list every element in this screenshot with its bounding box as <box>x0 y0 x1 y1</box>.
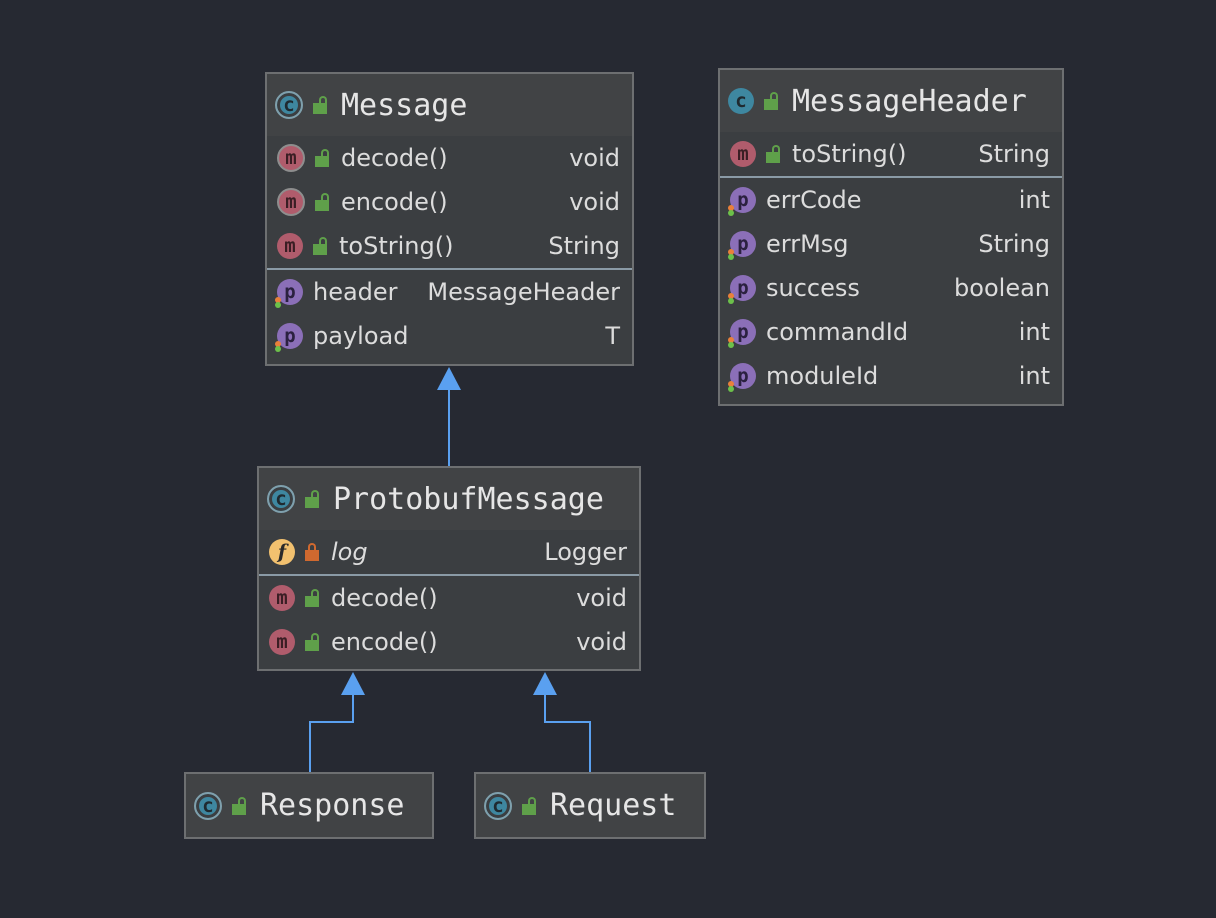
class-name: Response <box>260 788 405 823</box>
class-header: c Message <box>267 74 632 136</box>
field-name: log <box>331 538 368 566</box>
method-name: encode() <box>341 188 448 216</box>
class-node-protobufmessage[interactable]: c ProtobufMessage f log Logger m decode(… <box>257 466 641 671</box>
field-row[interactable]: f log Logger <box>259 530 639 574</box>
method-icon: m <box>277 233 303 259</box>
public-lock-icon <box>522 796 536 815</box>
property-icon: p <box>275 279 303 308</box>
method-type: String <box>978 140 1050 168</box>
method-type: void <box>576 628 627 656</box>
arrowhead-protobufmessage-right <box>533 672 557 695</box>
property-type: MessageHeader <box>427 278 620 306</box>
class-node-messageheader[interactable]: c MessageHeader m toString() String p er… <box>718 68 1064 406</box>
property-name: success <box>766 274 860 302</box>
class-icon: c <box>728 88 754 114</box>
section-divider <box>720 176 1062 178</box>
method-row[interactable]: m encode() void <box>259 620 639 664</box>
class-node-response[interactable]: c Response <box>184 772 434 839</box>
property-type: boolean <box>954 274 1050 302</box>
property-name: errCode <box>766 186 862 214</box>
arrowhead-protobufmessage-left <box>341 672 365 695</box>
property-row[interactable]: p header MessageHeader <box>267 270 632 314</box>
class-name: Request <box>550 788 677 823</box>
property-name: header <box>313 278 398 306</box>
property-row[interactable]: p errCode int <box>720 178 1062 222</box>
method-row[interactable]: m toString() String <box>267 224 632 268</box>
method-type: void <box>569 188 620 216</box>
section-divider <box>267 268 632 270</box>
property-type: T <box>605 322 620 350</box>
abstract-class-icon: c <box>275 91 303 119</box>
class-icon: c <box>194 791 222 820</box>
property-type: int <box>1018 186 1050 214</box>
private-lock-icon <box>305 543 319 561</box>
public-lock-icon <box>313 237 327 255</box>
property-icon: p <box>728 231 756 260</box>
public-lock-icon <box>315 193 329 211</box>
method-icon: m <box>269 585 295 611</box>
method-row[interactable]: m decode() void <box>259 576 639 620</box>
property-icon: p <box>728 187 756 216</box>
property-name: commandId <box>766 318 909 346</box>
method-row[interactable]: m decode() void <box>267 136 632 180</box>
class-icon: c <box>484 791 512 820</box>
property-row[interactable]: p errMsg String <box>720 222 1062 266</box>
property-icon: p <box>728 319 756 348</box>
method-type: void <box>576 584 627 612</box>
abstract-method-icon: m <box>277 144 305 172</box>
property-type: String <box>978 230 1050 258</box>
property-row[interactable]: p moduleId int <box>720 354 1062 398</box>
method-name: decode() <box>341 144 448 172</box>
property-row[interactable]: p payload T <box>267 314 632 358</box>
method-icon: m <box>269 629 295 655</box>
class-name: ProtobufMessage <box>333 481 604 517</box>
public-lock-icon <box>305 633 319 651</box>
method-icon: m <box>730 141 756 167</box>
public-lock-icon <box>305 589 319 607</box>
method-name: toString() <box>792 140 907 168</box>
property-icon: p <box>728 363 756 392</box>
field-type: Logger <box>544 538 627 566</box>
method-row[interactable]: m encode() void <box>267 180 632 224</box>
property-name: errMsg <box>766 230 849 258</box>
class-node-request[interactable]: c Request <box>474 772 706 839</box>
property-type: int <box>1018 318 1050 346</box>
method-name: toString() <box>339 232 454 260</box>
section-divider <box>259 574 639 576</box>
property-name: payload <box>313 322 409 350</box>
property-row[interactable]: p success boolean <box>720 266 1062 310</box>
class-header: c MessageHeader <box>720 70 1062 132</box>
arrowhead-message <box>437 367 461 390</box>
property-name: moduleId <box>766 362 879 390</box>
method-name: encode() <box>331 628 438 656</box>
method-type: void <box>569 144 620 172</box>
abstract-class-icon: c <box>267 485 295 513</box>
property-icon: p <box>728 275 756 304</box>
public-lock-icon <box>766 145 780 163</box>
property-row[interactable]: p commandId int <box>720 310 1062 354</box>
public-lock-icon <box>313 96 327 114</box>
method-row[interactable]: m toString() String <box>720 132 1062 176</box>
property-icon: p <box>275 323 303 352</box>
public-lock-icon <box>315 149 329 167</box>
class-name: MessageHeader <box>792 83 1027 119</box>
edge-request-to-protobufmessage <box>544 695 591 772</box>
class-header: c ProtobufMessage <box>259 468 639 530</box>
class-name: Message <box>341 87 468 123</box>
edge-response-to-protobufmessage <box>309 695 354 772</box>
method-name: decode() <box>331 584 438 612</box>
method-type: String <box>548 232 620 260</box>
class-header: c Request <box>476 774 704 837</box>
public-lock-icon <box>232 796 246 815</box>
static-field-icon: f <box>269 539 295 565</box>
public-lock-icon <box>764 92 778 110</box>
public-lock-icon <box>305 490 319 508</box>
class-node-message[interactable]: c Message m decode() void m encode() voi… <box>265 72 634 366</box>
property-type: int <box>1018 362 1050 390</box>
abstract-method-icon: m <box>277 188 305 216</box>
class-header: c Response <box>186 774 432 837</box>
